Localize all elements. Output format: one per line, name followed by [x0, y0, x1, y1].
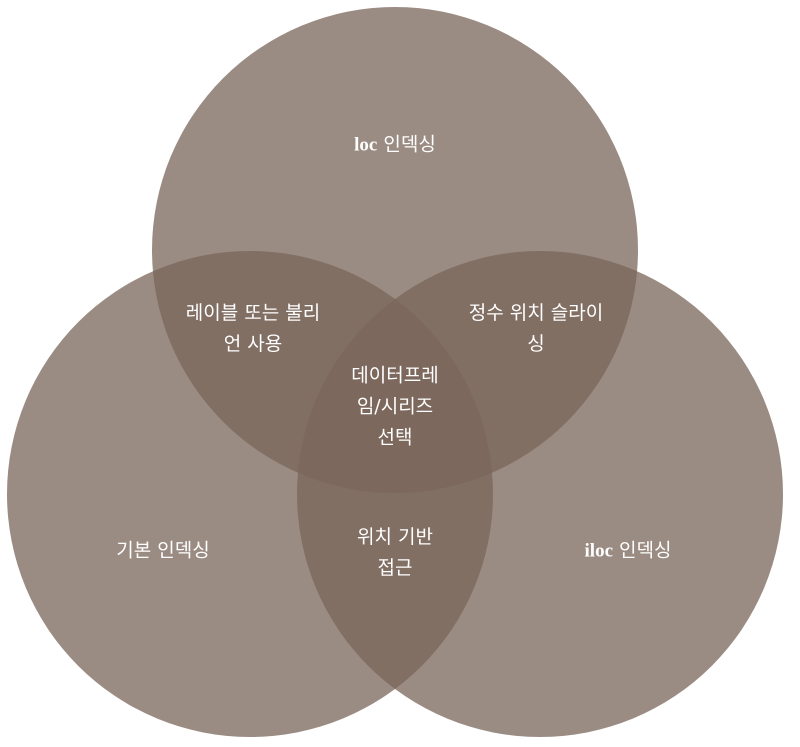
label-loc-suffix: 인덱싱: [377, 133, 436, 156]
overlap-left-right-line1: 위치 기반: [357, 526, 433, 548]
label-overlap-left-right: 위치 기반 접근: [357, 522, 433, 584]
label-loc-keyword: loc: [354, 134, 378, 156]
overlap-top-right-line2: 싱: [527, 333, 545, 355]
overlap-center-line1: 데이터프레: [351, 364, 439, 387]
circle-iloc: [297, 251, 783, 737]
label-iloc-suffix: 인덱싱: [613, 539, 672, 562]
overlap-top-left-line2: 언 사용: [223, 333, 283, 355]
label-basic-indexing: 기본 인덱싱: [116, 536, 209, 567]
label-basic-text: 기본 인덱싱: [116, 539, 210, 562]
overlap-center-line2: 임/시리즈: [356, 395, 434, 418]
overlap-center-line3: 선택: [377, 426, 413, 449]
overlap-left-right-line2: 접근: [377, 557, 413, 579]
label-iloc-indexing: iloc 인덱싱: [585, 536, 672, 567]
label-overlap-top-left: 레이블 또는 불리 언 사용: [186, 298, 320, 360]
overlap-top-left-line1: 레이블 또는 불리: [185, 302, 321, 324]
label-overlap-top-right: 정수 위치 슬라이 싱: [469, 298, 603, 360]
label-overlap-center: 데이터프레 임/시리즈 선택: [351, 361, 438, 454]
label-loc-indexing: loc 인덱싱: [354, 130, 436, 161]
overlap-top-right-line1: 정수 위치 슬라이: [468, 302, 604, 324]
label-iloc-keyword: iloc: [584, 540, 614, 562]
